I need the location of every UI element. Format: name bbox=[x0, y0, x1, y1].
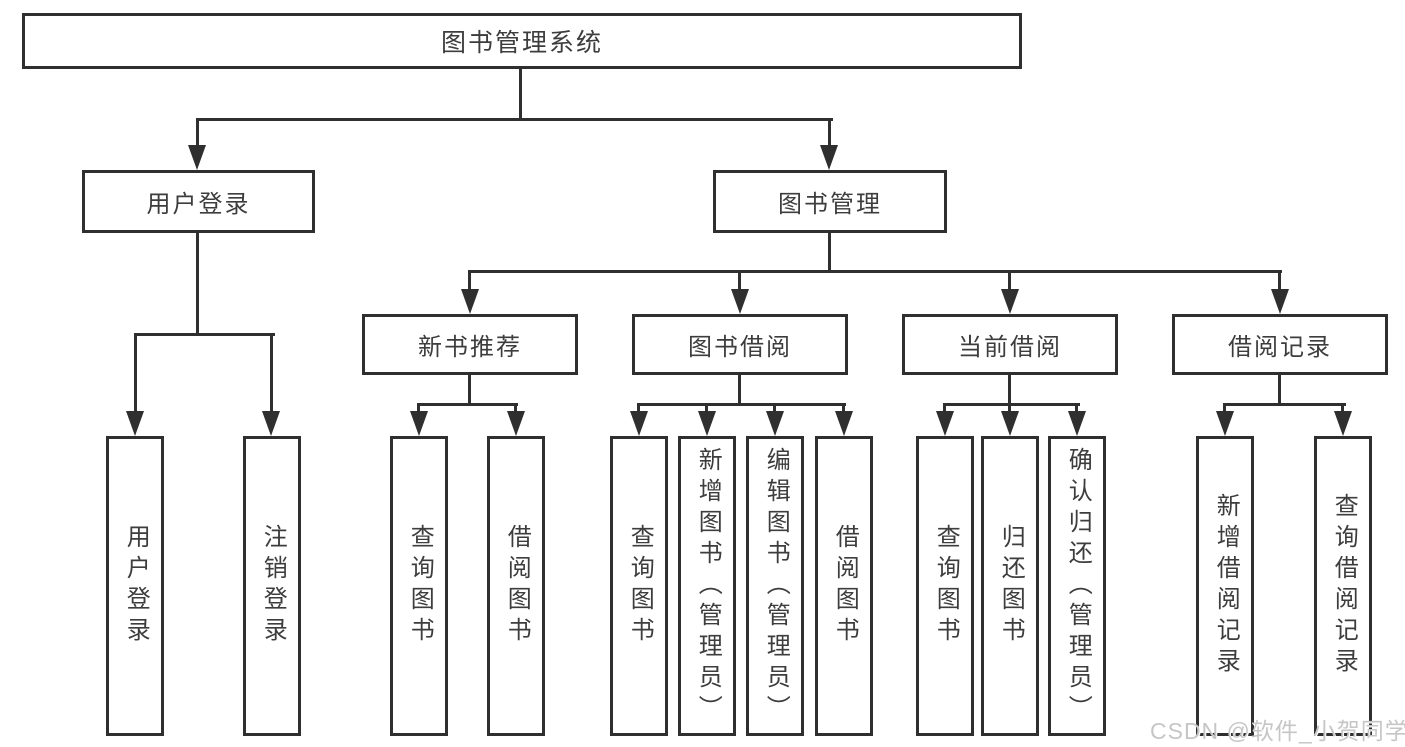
node-user-login-branch: 用户登录 bbox=[82, 170, 315, 233]
connector-stem bbox=[1223, 403, 1226, 413]
leaf-label: 查询图书 bbox=[626, 524, 654, 648]
connector-stem bbox=[270, 333, 273, 413]
connector-hline bbox=[943, 403, 1080, 406]
node-label: 借阅记录 bbox=[1228, 334, 1332, 361]
arrow-down-icon bbox=[126, 411, 144, 436]
arrow-down-icon bbox=[1271, 289, 1289, 314]
arrow-down-icon bbox=[1068, 411, 1086, 436]
arrow-down-icon bbox=[835, 411, 853, 436]
arrow-down-icon bbox=[936, 411, 954, 436]
node-label: 图书借阅 bbox=[688, 334, 792, 361]
arrow-down-icon bbox=[262, 411, 280, 436]
node-root-label: 图书管理系统 bbox=[440, 29, 603, 57]
node-label: 图书管理 bbox=[778, 191, 882, 218]
connector-vline bbox=[519, 68, 522, 121]
node-label: 用户登录 bbox=[146, 191, 251, 218]
node-root-system: 图书管理系统 bbox=[22, 13, 1022, 69]
arrow-down-icon bbox=[461, 289, 479, 314]
connector-stem bbox=[1008, 270, 1011, 292]
leaf-query-books-borrowing: 查询图书 bbox=[610, 436, 668, 736]
node-label: 当前借阅 bbox=[958, 334, 1062, 361]
connector-hline bbox=[417, 403, 518, 406]
connector-stem bbox=[134, 333, 137, 413]
connector-stem bbox=[417, 403, 420, 413]
node-new-book-recommend: 新书推荐 bbox=[362, 314, 578, 375]
leaf-label: 查询图书 bbox=[932, 524, 960, 648]
connector-stem bbox=[514, 403, 517, 413]
leaf-label: 查询借阅记录 bbox=[1330, 493, 1358, 679]
node-label: 新书推荐 bbox=[418, 334, 522, 361]
connector-stem bbox=[738, 270, 741, 292]
arrow-down-icon bbox=[1216, 411, 1234, 436]
leaf-edit-books-admin: 编辑图书（管理员） bbox=[746, 436, 804, 736]
leaf-label: 新增借阅记录 bbox=[1212, 493, 1240, 679]
connector-stem bbox=[1341, 403, 1344, 413]
arrow-down-icon bbox=[698, 411, 716, 436]
node-book-borrowing: 图书借阅 bbox=[632, 314, 848, 375]
connector-stem bbox=[705, 403, 708, 413]
connector-hline bbox=[196, 118, 833, 121]
leaf-label: 编辑图书（管理员） bbox=[762, 446, 790, 726]
leaf-query-books-recommend: 查询图书 bbox=[390, 436, 448, 736]
arrow-down-icon bbox=[188, 145, 206, 170]
leaf-query-borrow-record: 查询借阅记录 bbox=[1314, 436, 1372, 736]
leaf-return-books: 归还图书 bbox=[981, 436, 1039, 736]
arrow-down-icon bbox=[1001, 411, 1019, 436]
connector-stem bbox=[1075, 403, 1078, 413]
connector-stem bbox=[637, 403, 640, 413]
connector-hline bbox=[1223, 403, 1346, 406]
arrow-down-icon bbox=[630, 411, 648, 436]
leaf-add-borrow-record: 新增借阅记录 bbox=[1196, 436, 1254, 736]
node-current-borrowing: 当前借阅 bbox=[902, 314, 1118, 375]
connector-stem bbox=[842, 403, 845, 413]
connector-stem bbox=[943, 403, 946, 413]
arrow-down-icon bbox=[507, 411, 525, 436]
leaf-label: 注销登录 bbox=[259, 524, 287, 648]
connector-stem bbox=[828, 118, 831, 147]
csdn-watermark: CSDN @软件_小贺同学 bbox=[1150, 718, 1405, 744]
leaf-query-books-current: 查询图书 bbox=[916, 436, 974, 736]
leaf-add-books-admin: 新增图书（管理员） bbox=[678, 436, 736, 736]
connector-vline bbox=[738, 375, 741, 406]
connector-vline bbox=[1278, 375, 1281, 406]
connector-vline bbox=[196, 233, 199, 336]
node-book-management-branch: 图书管理 bbox=[713, 170, 947, 233]
leaf-logout: 注销登录 bbox=[243, 436, 301, 736]
connector-vline bbox=[1008, 375, 1011, 406]
leaf-label: 查询图书 bbox=[406, 524, 434, 648]
arrow-down-icon bbox=[731, 289, 749, 314]
connector-vline bbox=[828, 233, 831, 273]
leaf-user-login: 用户登录 bbox=[106, 436, 164, 736]
arrow-down-icon bbox=[766, 411, 784, 436]
connector-stem bbox=[1278, 270, 1281, 292]
leaf-label: 确认归还（管理员） bbox=[1064, 446, 1092, 726]
leaf-label: 借阅图书 bbox=[831, 524, 859, 648]
arrow-down-icon bbox=[1334, 411, 1352, 436]
leaf-label: 用户登录 bbox=[122, 524, 150, 648]
arrow-down-icon bbox=[410, 411, 428, 436]
node-borrowing-records: 借阅记录 bbox=[1172, 314, 1388, 375]
connector-hline bbox=[468, 270, 1282, 273]
leaf-confirm-return-admin: 确认归还（管理员） bbox=[1048, 436, 1106, 736]
connector-stem bbox=[773, 403, 776, 413]
connector-stem bbox=[468, 270, 471, 292]
connector-hline bbox=[637, 403, 846, 406]
leaf-label: 归还图书 bbox=[997, 524, 1025, 648]
connector-stem bbox=[1008, 403, 1011, 413]
leaf-borrow-books-recommend: 借阅图书 bbox=[487, 436, 545, 736]
connector-hline bbox=[134, 333, 275, 336]
leaf-label: 新增图书（管理员） bbox=[694, 446, 722, 726]
arrow-down-icon bbox=[820, 145, 838, 170]
connector-stem bbox=[196, 118, 199, 147]
arrow-down-icon bbox=[1001, 289, 1019, 314]
connector-vline bbox=[468, 375, 471, 406]
leaf-borrow-books-borrowing: 借阅图书 bbox=[815, 436, 873, 736]
leaf-label: 借阅图书 bbox=[503, 524, 531, 648]
